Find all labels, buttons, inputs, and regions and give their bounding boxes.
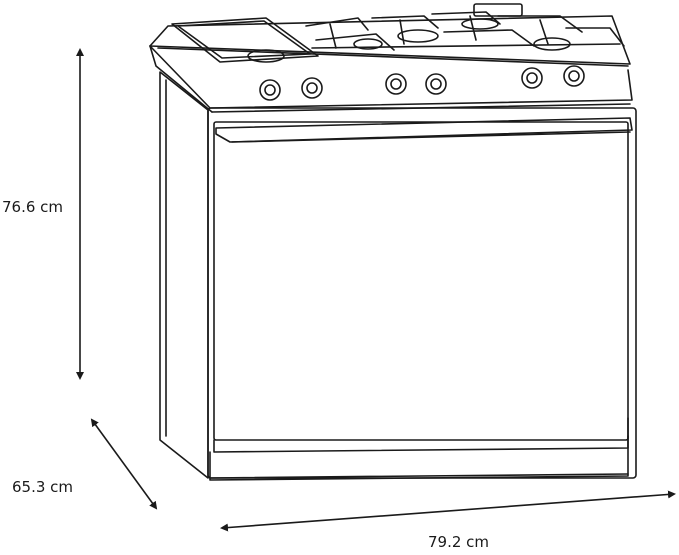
control-knob: [521, 67, 543, 89]
control-knobs: [259, 65, 585, 101]
control-knob: [425, 73, 447, 95]
control-knob: [259, 79, 281, 101]
burner-caps: [247, 18, 571, 63]
cooktop-surface: [149, 15, 631, 67]
oven-door: [207, 107, 637, 479]
height-label: 76.6 cm: [2, 198, 64, 216]
width-label: 79.2 cm: [428, 533, 490, 551]
door-handle: [215, 117, 633, 143]
control-knob: [385, 73, 407, 95]
range-side-panel: [159, 71, 209, 479]
griddle-plate: [171, 17, 319, 63]
control-knob: [563, 65, 585, 87]
control-knob: [301, 77, 323, 99]
depth-dimension-arrow: [90, 418, 158, 510]
bottom-drawer: [209, 417, 629, 481]
control-panel: [149, 45, 633, 113]
depth-label: 65.3 cm: [12, 478, 74, 496]
width-dimension-arrow: [220, 490, 676, 532]
